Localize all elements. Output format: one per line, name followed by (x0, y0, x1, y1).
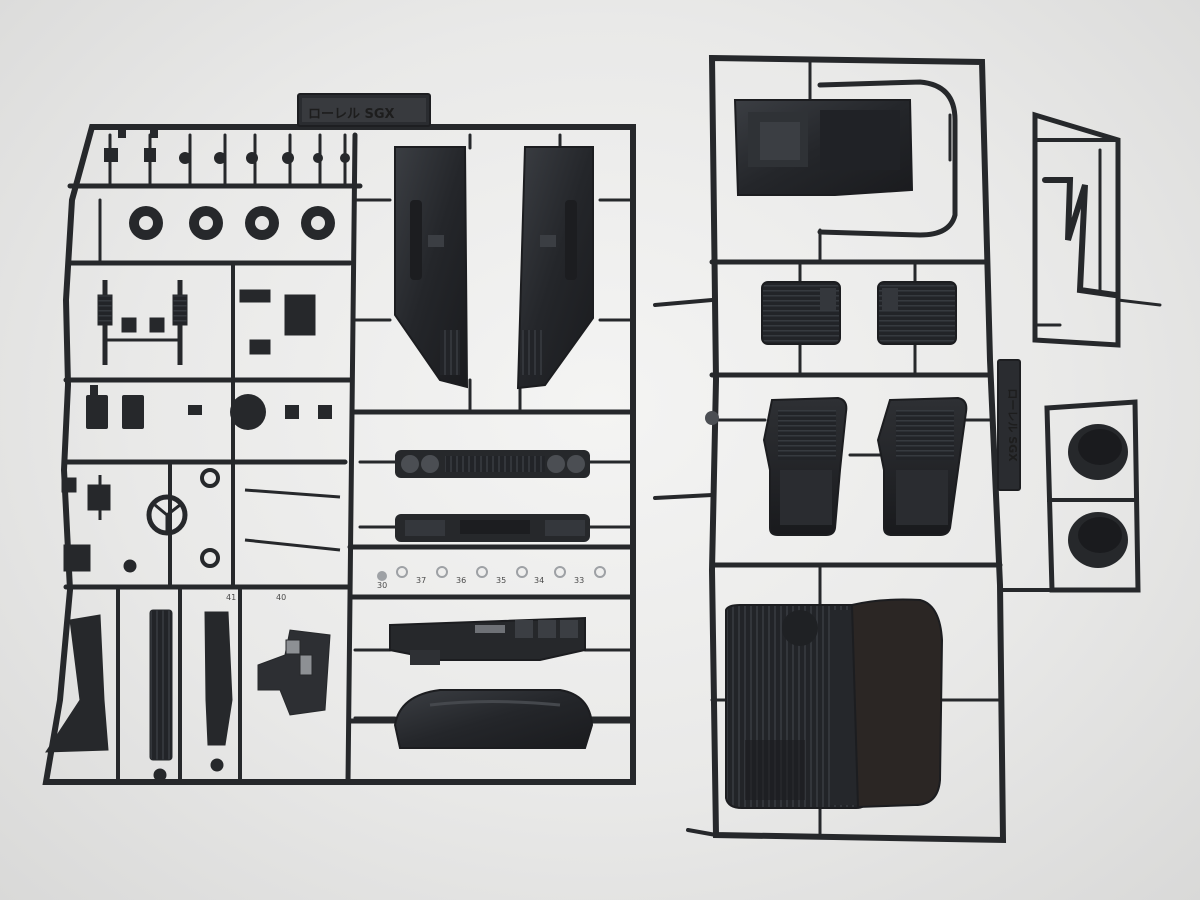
small-numbered-parts-row: 30 37 36 35 34 33 (377, 566, 606, 590)
lower-part-numbers: 41 40 (226, 593, 286, 602)
sprue-gate-knob (705, 411, 719, 425)
front-seat-right (876, 396, 968, 536)
suspension-spring-parts (97, 280, 316, 365)
part-number-36: 36 (456, 576, 466, 585)
rear-seat-part (725, 598, 944, 809)
small-sprue-bracket (1032, 111, 1162, 348)
right-sprue-tag-text: ローレル SGX (1006, 388, 1019, 462)
left-sprue-runner (42, 124, 636, 785)
dash-cover-part (393, 689, 594, 749)
seat-cushion-left (761, 281, 841, 345)
dashboard-part (389, 616, 586, 665)
left-sprue-name-tag: ローレル SGX (297, 93, 431, 127)
part-number-34: 34 (534, 576, 544, 585)
left-sprue-tag-text: ローレル SGX (308, 107, 395, 122)
part-number-33: 33 (574, 576, 584, 585)
front-grille-part (395, 450, 590, 478)
door-panel-left (394, 146, 469, 389)
brake-and-block-parts (86, 385, 332, 430)
part-number-30: 30 (377, 581, 387, 590)
part-number-35: 35 (496, 576, 506, 585)
small-sprue-round-ducts (1000, 399, 1141, 593)
front-seat-left (762, 396, 848, 536)
door-panel-right (516, 146, 594, 390)
part-number-41: 41 (226, 593, 236, 602)
small-round-parts-top-row (104, 130, 350, 164)
rear-panel-part (395, 514, 590, 542)
lower-frame-parts (45, 609, 331, 782)
right-sprue-name-tag: ローレル SGX (997, 359, 1021, 491)
steering-wheel-part (146, 494, 188, 536)
lever-parts (61, 468, 341, 573)
roll-bar-part (817, 79, 958, 238)
tire-parts (129, 206, 335, 240)
floor-pan-part (733, 99, 914, 196)
part-number-40: 40 (276, 593, 286, 602)
seat-cushion-right (877, 281, 957, 345)
part-number-37: 37 (416, 576, 426, 585)
